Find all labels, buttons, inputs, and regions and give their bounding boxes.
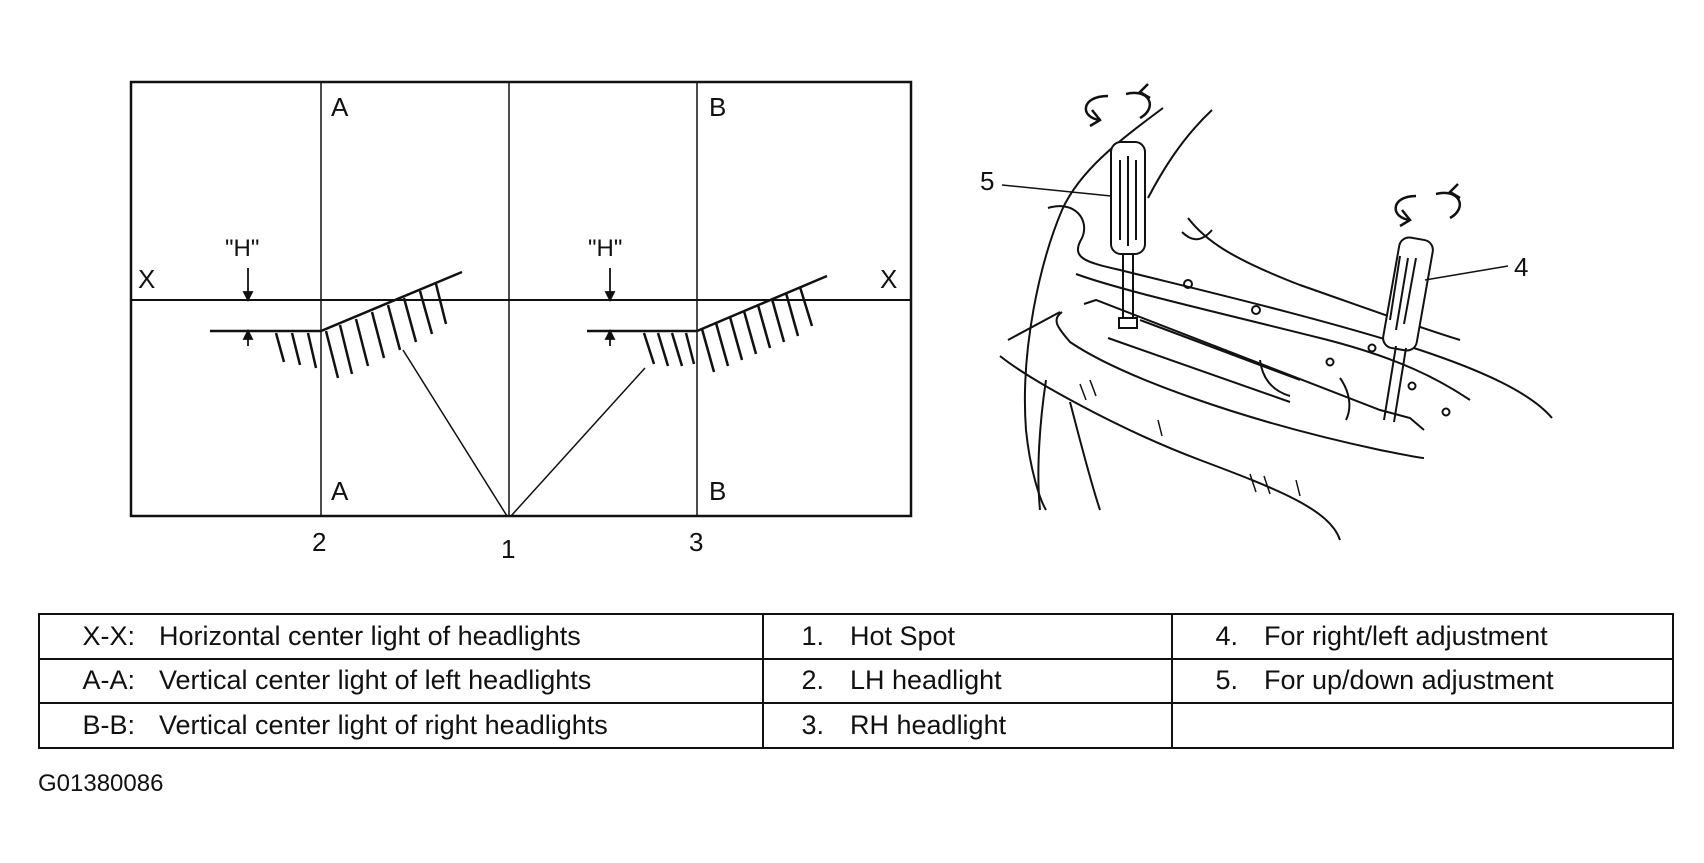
- legend-code: 5.: [1215, 665, 1238, 696]
- legend-code: 3.: [801, 710, 824, 741]
- legend-row: A-A: Vertical center light of left headl…: [38, 657, 1674, 705]
- legend-desc: RH headlight: [850, 710, 1007, 741]
- legend-cell: [1171, 702, 1674, 749]
- legend-desc: Hot Spot: [850, 620, 956, 651]
- aiming-screen: [129, 80, 913, 518]
- h-marker-left: [242, 268, 254, 346]
- x-label-right: X: [880, 264, 897, 294]
- rh-beam-cutoff: [587, 274, 828, 373]
- legend-cell: 3. RH headlight: [762, 702, 1173, 749]
- screwdriver-right-left: [1382, 236, 1434, 423]
- h-marker-right: [604, 268, 616, 346]
- legend-cell: A-A: Vertical center light of left headl…: [38, 657, 764, 705]
- legend-code: X-X:: [82, 620, 135, 651]
- legend-cell: 5. For up/down adjustment: [1171, 657, 1674, 705]
- legend-code: 4.: [1215, 620, 1238, 651]
- legend-row: B-B: Vertical center light of right head…: [38, 702, 1674, 749]
- rotate-arrows-icon: [1394, 183, 1461, 228]
- b-label-bottom: B: [709, 476, 726, 506]
- legend-desc: Vertical center light of right headlight…: [159, 710, 608, 741]
- callout-2: 2: [312, 527, 326, 557]
- a-label-bottom: A: [331, 476, 349, 506]
- legend-cell: B-B: Vertical center light of right head…: [38, 702, 764, 749]
- legend-desc: Vertical center light of left headlights: [159, 665, 592, 696]
- legend-cell: 2. LH headlight: [762, 657, 1173, 705]
- callout-1: 1: [501, 534, 515, 564]
- h-label-right: "H": [588, 235, 622, 262]
- figure-id: G01380086: [38, 770, 164, 797]
- legend-code: 2.: [801, 665, 824, 696]
- adjuster-leaders: [1001, 184, 1509, 281]
- legend-desc: LH headlight: [850, 665, 1002, 696]
- legend-table: X-X: Horizontal center light of headligh…: [38, 613, 1674, 749]
- callout-3: 3: [689, 527, 703, 557]
- legend-cell: 4. For right/left adjustment: [1171, 613, 1674, 660]
- legend-cell: 1. Hot Spot: [762, 613, 1173, 660]
- legend-cell: X-X: Horizontal center light of headligh…: [38, 613, 764, 660]
- x-label-left: X: [138, 264, 155, 294]
- hot-spot-leaders: [402, 349, 646, 517]
- aiming-screen-labels: X X A A B B "H" "H" 2 1 3: [138, 92, 897, 564]
- headlight-aiming-diagram: X X A A B B "H" "H" 2 1 3: [129, 80, 1553, 564]
- legend-row: X-X: Horizontal center light of headligh…: [38, 613, 1674, 660]
- legend-code: B-B:: [82, 710, 135, 741]
- callout-5: 5: [980, 166, 994, 196]
- legend-code: 1.: [801, 620, 824, 651]
- legend-desc: For right/left adjustment: [1264, 620, 1548, 651]
- callout-4: 4: [1514, 252, 1528, 282]
- adjuster-labels: 5 4: [980, 166, 1528, 282]
- rotate-arrows-icon: [1084, 83, 1151, 128]
- headlight-housing-illustration: [999, 107, 1553, 541]
- b-label-top: B: [709, 92, 726, 122]
- legend-code: A-A:: [82, 665, 135, 696]
- a-label-top: A: [331, 92, 349, 122]
- legend-desc: For up/down adjustment: [1264, 665, 1554, 696]
- legend-desc: Horizontal center light of headlights: [159, 620, 581, 651]
- h-label-left: "H": [225, 235, 259, 262]
- screwdriver-up-down: [1110, 141, 1146, 329]
